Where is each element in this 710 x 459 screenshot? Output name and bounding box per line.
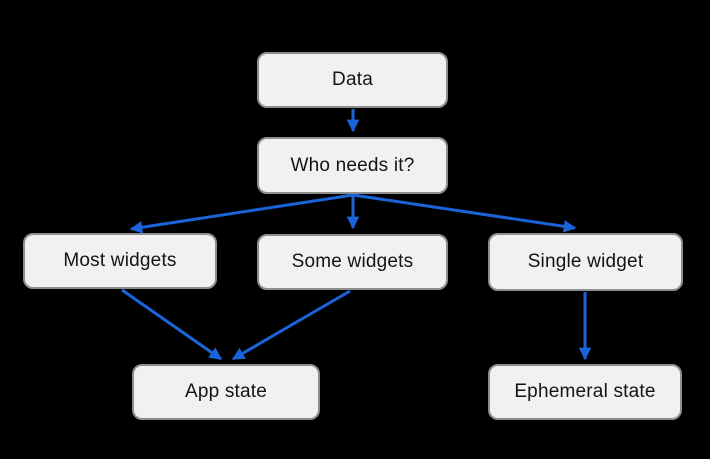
node-who-needs-it-label: Who needs it? <box>290 154 415 176</box>
node-app-state-label: App state <box>184 381 268 402</box>
node-some-widgets: Some widgets <box>257 234 448 290</box>
node-most-widgets-label: Most widgets <box>63 250 177 271</box>
node-some-widgets-label: Some widgets <box>291 251 414 272</box>
node-ephemeral-state: Ephemeral state <box>488 364 682 420</box>
node-who-needs-it: Who needs it? <box>257 137 448 194</box>
node-single-widget: Single widget <box>488 233 683 291</box>
edge-who-needs-it-to-most-widgets <box>129 193 354 234</box>
node-data-label: Data <box>332 69 373 90</box>
edge-who-needs-it-to-single-widget <box>352 193 577 233</box>
node-most-widgets: Most widgets <box>23 233 217 289</box>
node-single-widget-label: Single widget <box>527 251 644 272</box>
node-ephemeral-state-label: Ephemeral state <box>514 381 656 402</box>
edge-some-widgets-to-app-state <box>231 289 351 361</box>
node-app-state: App state <box>132 364 320 420</box>
edge-most-widgets-to-app-state <box>121 288 223 361</box>
node-data: Data <box>257 52 448 108</box>
